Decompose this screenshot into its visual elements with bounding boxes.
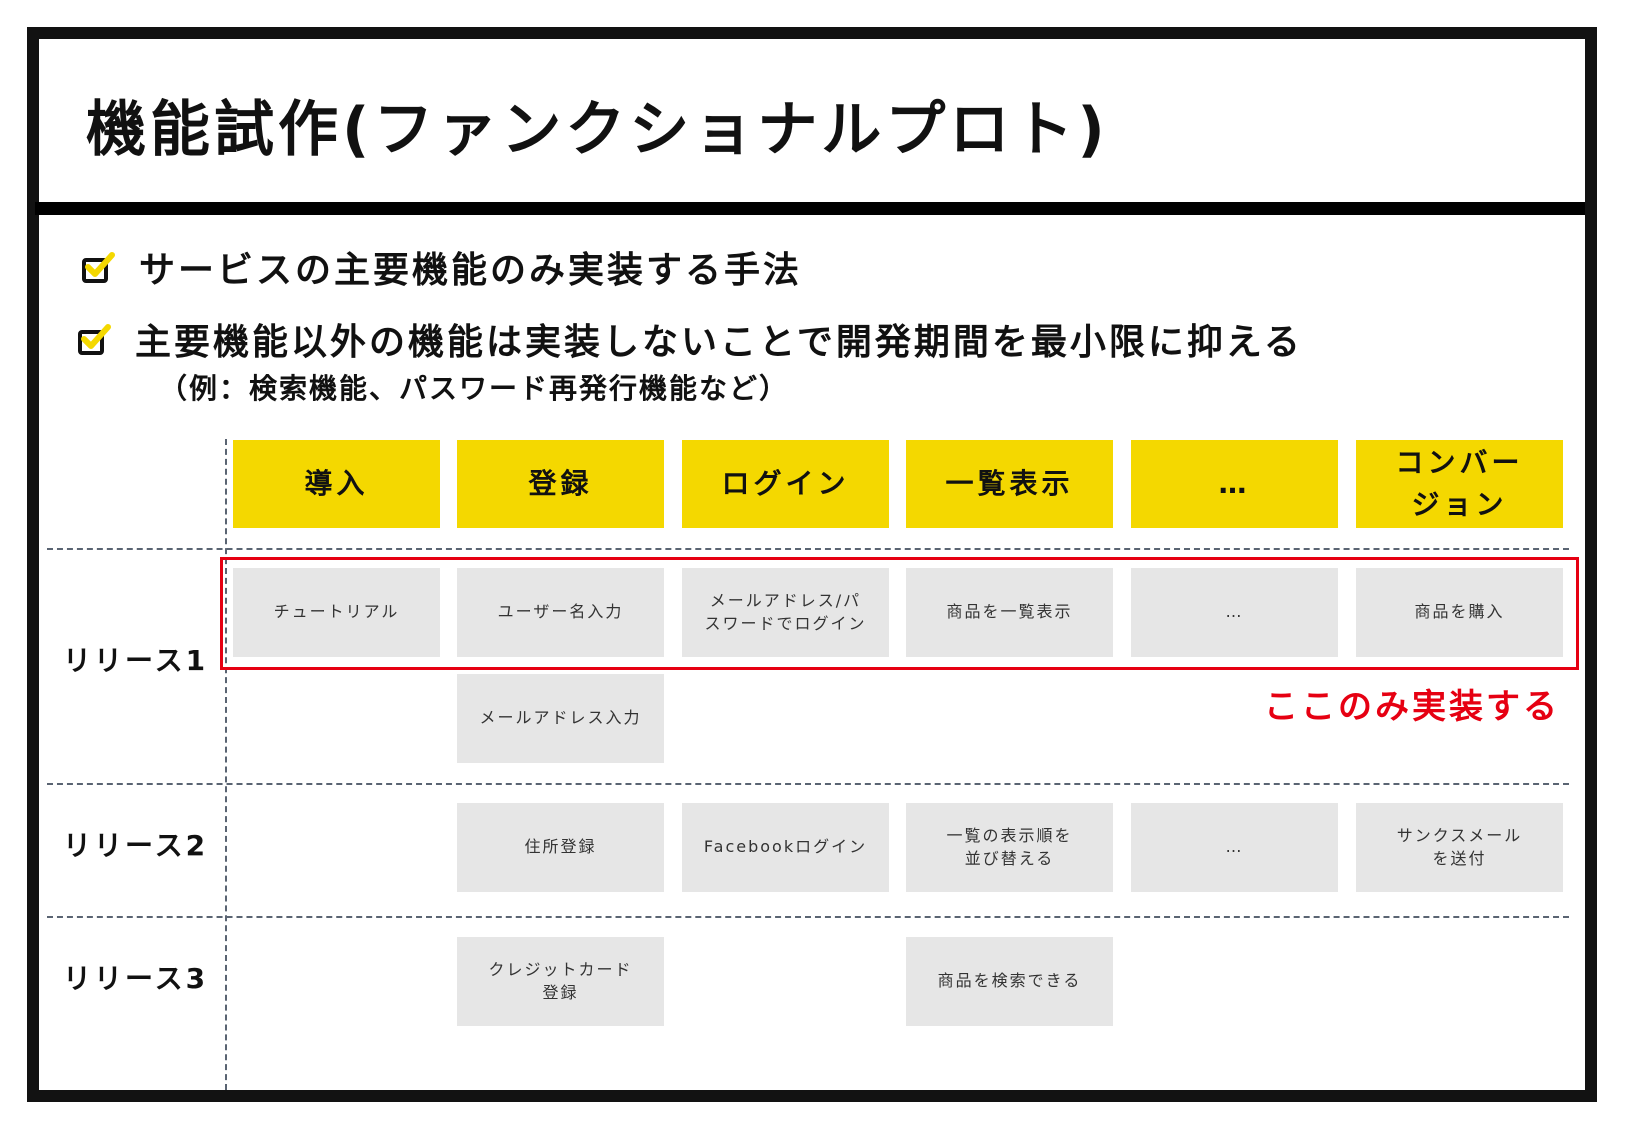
- story-card: チュートリアル: [233, 568, 440, 657]
- story-card: 一覧の表示順を 並び替える: [906, 803, 1113, 892]
- bullet-item: 主要機能以外の機能は実装しないことで開発期間を最小限に抑える: [77, 313, 1303, 365]
- story-card: 商品を購入: [1356, 568, 1563, 657]
- story-card: ユーザー名入力: [457, 568, 664, 657]
- horizontal-divider: [47, 548, 1569, 550]
- release-label: リリース2: [63, 829, 209, 862]
- story-card: 商品を検索できる: [906, 937, 1113, 1026]
- story-card: メールアドレス入力: [457, 674, 664, 763]
- story-card: サンクスメール を送付: [1356, 803, 1563, 892]
- vertical-divider: [225, 439, 227, 1090]
- title-divider: [35, 202, 1585, 215]
- story-card: 住所登録: [457, 803, 664, 892]
- bullet-item: サービスの主要機能のみ実装する手法: [81, 241, 802, 293]
- page-title: 機能試作(ファンクショナルプロト): [86, 95, 1109, 165]
- bullet-text: 主要機能以外の機能は実装しないことで開発期間を最小限に抑える: [135, 322, 1303, 363]
- column-header: コンバー ジョン: [1356, 440, 1563, 528]
- story-card: Facebookログイン: [682, 803, 889, 892]
- horizontal-divider: [47, 783, 1569, 785]
- story-card: 商品を一覧表示: [906, 568, 1113, 657]
- slide-frame: 機能試作(ファンクショナルプロト) サービスの主要機能のみ実装する手法 主要機能…: [27, 27, 1597, 1102]
- story-card: メールアドレス/パ スワードでログイン: [682, 568, 889, 657]
- story-card: …: [1131, 568, 1338, 657]
- example-note: （例：検索機能、パスワード再発行機能など）: [159, 372, 790, 405]
- column-header: 導入: [233, 440, 440, 528]
- checkbox-checked-icon: [81, 250, 115, 284]
- release-label: リリース1: [63, 644, 209, 677]
- column-header: 登録: [457, 440, 664, 528]
- release-label: リリース3: [63, 962, 209, 995]
- story-card: …: [1131, 803, 1338, 892]
- column-header: …: [1131, 440, 1338, 528]
- implementation-highlight-box: [220, 557, 1579, 670]
- story-card: クレジットカード 登録: [457, 937, 664, 1026]
- bullet-text: サービスの主要機能のみ実装する手法: [139, 250, 803, 291]
- column-header: ログイン: [682, 440, 889, 528]
- checkbox-checked-icon: [77, 322, 111, 356]
- column-header: 一覧表示: [906, 440, 1113, 528]
- horizontal-divider: [47, 916, 1569, 918]
- highlight-note: ここのみ実装する: [1264, 687, 1560, 727]
- title-bar: 機能試作(ファンクショナルプロト): [39, 39, 1585, 202]
